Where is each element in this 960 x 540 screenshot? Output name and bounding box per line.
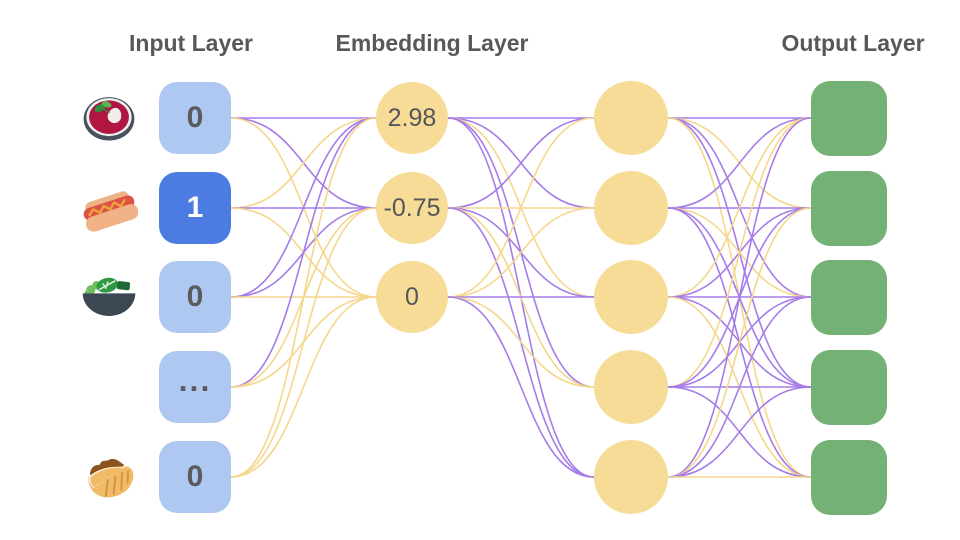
- edge-input5-emb3: [230, 296, 377, 478]
- embedding-node-1: 2.98: [376, 82, 448, 154]
- input-node-value: 0: [186, 280, 204, 313]
- edge-emb2-hid1: [447, 117, 595, 209]
- output-node-3: [811, 259, 887, 335]
- edge-hid5-out3: [667, 296, 812, 478]
- edge-emb3-hid4: [447, 296, 595, 388]
- edge-input4-emb1: [230, 117, 377, 388]
- edge-input3-emb1: [230, 117, 377, 298]
- hidden-node-5: [594, 440, 668, 514]
- embedding-node-2: -0.75: [376, 172, 448, 244]
- input-node-4: ...: [159, 351, 231, 423]
- output-node-5: [811, 439, 887, 515]
- edge-hid4-out1: [667, 117, 812, 388]
- edge-emb3-hid5: [447, 296, 595, 478]
- embedding-layer-title: Embedding Layer: [335, 30, 529, 56]
- edge-hid5-out4: [667, 386, 812, 478]
- hidden-node-1: [594, 81, 668, 155]
- output-node-1: [811, 80, 887, 156]
- hot-dog-icon: [80, 179, 139, 237]
- edge-emb3-hid2: [447, 207, 595, 298]
- input-node-value: 1: [186, 191, 204, 224]
- edge-emb3-hid1: [447, 117, 595, 298]
- hidden-node-3: [594, 260, 668, 334]
- hidden-node-4: [594, 350, 668, 424]
- output-layer-title: Output Layer: [781, 30, 925, 56]
- input-node-1: 0: [159, 82, 231, 154]
- input-node-value: 0: [186, 460, 204, 493]
- embedding-node-value: 0: [405, 282, 419, 311]
- edge-hid5-out2: [667, 207, 812, 478]
- edge-hid5-out1: [667, 117, 812, 478]
- embedding-node-value: 2.98: [387, 103, 437, 132]
- soup-bowl-icon: [80, 89, 138, 147]
- salad-icon: [80, 268, 138, 326]
- embedding-node-value: -0.75: [383, 193, 441, 222]
- edge-input2-emb1: [230, 117, 377, 209]
- edge-input5-emb2: [230, 207, 377, 478]
- input-node-3: 0: [159, 261, 231, 333]
- edge-hid3-out1: [667, 117, 812, 298]
- input-node-5: 0: [159, 441, 231, 513]
- input-node-value: ...: [178, 361, 212, 398]
- output-node-2: [811, 170, 887, 246]
- stuffed-flatbread-icon: [80, 448, 138, 506]
- input-layer-title: Input Layer: [129, 30, 253, 56]
- output-node-4: [811, 349, 887, 425]
- edge-hid2-out1: [667, 117, 812, 209]
- embedding-node-3: 0: [376, 261, 448, 333]
- hidden-node-2: [594, 171, 668, 245]
- edge-input5-emb1: [230, 117, 377, 478]
- input-node-value: 0: [186, 101, 204, 134]
- input-node-2: 1: [159, 172, 231, 244]
